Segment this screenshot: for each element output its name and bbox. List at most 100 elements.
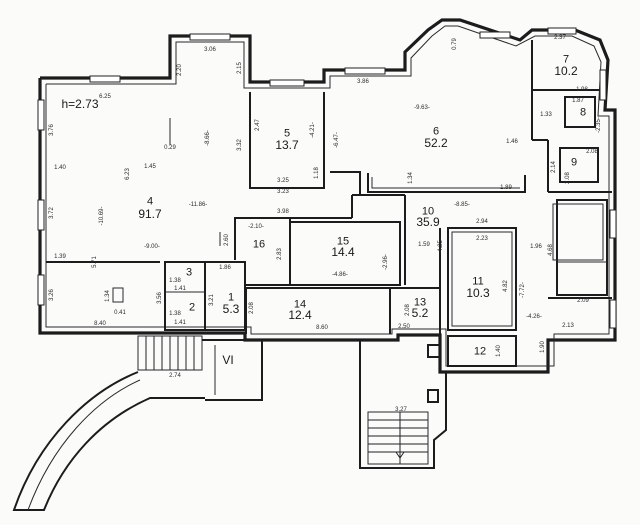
inner-stairs xyxy=(552,203,604,261)
room-9-number: 9 xyxy=(570,156,578,169)
dimension: 2.14 xyxy=(551,161,557,173)
wall-room-8 xyxy=(564,96,596,128)
dimension: 1.90 xyxy=(540,341,546,353)
window xyxy=(479,31,511,39)
room-10-area: 35.9 xyxy=(416,215,440,229)
dimension: 1.40 xyxy=(54,165,66,171)
window xyxy=(344,67,386,75)
dimension: 1.41 xyxy=(174,320,186,326)
room-14-area: 12.4 xyxy=(288,308,312,322)
dimension: 1.46 xyxy=(506,139,518,145)
dimension: 8.60 xyxy=(316,325,328,331)
dimension: 1.41 xyxy=(174,286,186,292)
dimension: -4.26- xyxy=(526,314,542,320)
dimension: -9.63- xyxy=(414,105,430,111)
dimension: 8.40 xyxy=(94,321,106,327)
dimension: 3.23 xyxy=(277,189,289,195)
dimension: 1.87 xyxy=(572,98,584,104)
dimension: 3.76 xyxy=(49,124,55,136)
outer-wall xyxy=(38,18,617,374)
window xyxy=(609,299,617,329)
wall-room-11 xyxy=(447,227,517,331)
section-mark: VI xyxy=(222,353,234,367)
wall-room-12 xyxy=(447,335,517,367)
room-2-number: 2 xyxy=(188,301,196,314)
wall-room-6-stair-inner xyxy=(371,177,520,189)
dimension: 3.06 xyxy=(204,47,216,53)
dimension: 1.34 xyxy=(408,172,414,184)
dimension: 3.86 xyxy=(357,79,369,85)
dimension: 1.40 xyxy=(496,345,502,357)
dimension: 1.39 xyxy=(54,254,66,260)
dimension: 2.08 xyxy=(405,304,411,316)
dimension: 2.13 xyxy=(562,323,574,329)
room-5-number: 5 xyxy=(283,127,291,140)
dimension: 1.45 xyxy=(144,164,156,170)
dimension: -6.47- xyxy=(334,132,340,148)
column xyxy=(427,344,441,358)
column xyxy=(427,389,439,403)
wall-room-15 xyxy=(290,221,401,286)
dimension: 1.96 xyxy=(530,244,542,250)
room-11-area: 10.3 xyxy=(466,286,490,300)
dimension: 1.34 xyxy=(105,290,111,302)
dimension: 1.33 xyxy=(540,112,552,118)
dimension: -7.72- xyxy=(520,282,526,298)
dimension: 4.68 xyxy=(548,244,554,256)
room-5-area: 13.7 xyxy=(275,138,299,152)
room-10-number: 10 xyxy=(421,205,435,218)
window xyxy=(599,69,607,101)
dimension: 1.38 xyxy=(169,278,181,284)
wall-room-5 xyxy=(249,92,325,189)
dimension: 2.15 xyxy=(237,62,243,74)
dimension: 2.94 xyxy=(476,219,488,225)
dimension: -4.25- xyxy=(438,238,444,254)
dimension: -8.66- xyxy=(205,130,211,146)
dimension: 2.23 xyxy=(476,236,488,242)
dimension: 1.59 xyxy=(418,242,430,248)
equipment-symbol xyxy=(112,287,124,303)
room-16-number: 16 xyxy=(252,238,266,251)
outer-wall-inner xyxy=(45,25,610,367)
dimension: 2.09 xyxy=(577,298,589,304)
wall-room-11-inner xyxy=(451,231,513,327)
dimension: 3.72 xyxy=(49,207,55,219)
dimension: 2.37 xyxy=(554,35,566,41)
room-1-area: 5.3 xyxy=(222,302,240,316)
dimension: 3.98 xyxy=(277,209,289,215)
dimension: 2.74 xyxy=(169,373,181,379)
dimension: -11.86- xyxy=(188,202,208,208)
rear-stair-enclosure xyxy=(359,340,447,469)
dimension: 1.86 xyxy=(219,265,231,271)
window xyxy=(609,209,617,239)
terrace xyxy=(202,339,263,401)
dimension: 2.08 xyxy=(565,172,571,184)
dimension: 3.26 xyxy=(49,289,55,301)
dimension: -4.86- xyxy=(332,272,348,278)
wall-room-6-stair xyxy=(367,173,526,193)
window xyxy=(37,274,45,306)
room-3-number: 3 xyxy=(185,266,193,279)
dimension: 2.47 xyxy=(255,119,261,131)
room-13-area: 5.2 xyxy=(411,306,429,320)
room-7-number: 7 xyxy=(562,53,570,66)
window xyxy=(547,27,577,35)
dimension: -2.35- xyxy=(596,117,602,133)
dimension: 0.29 xyxy=(164,145,176,151)
dimension: -4.21- xyxy=(310,122,316,138)
dimension: 2.20 xyxy=(177,64,183,76)
entry-stair-treads xyxy=(145,336,195,370)
rear-stairs xyxy=(367,411,429,465)
dimension: -2.96- xyxy=(383,254,389,270)
dimension: 2.08 xyxy=(249,302,255,314)
window xyxy=(37,199,45,231)
room-6-area: 52.2 xyxy=(424,136,448,150)
dimension: 3.21 xyxy=(209,294,215,306)
window xyxy=(89,75,121,83)
ceiling-height-label: h=2.73 xyxy=(61,97,99,111)
room-14-number: 14 xyxy=(293,298,307,311)
wall-stair-room xyxy=(556,199,608,296)
dimension: 5.71 xyxy=(92,256,98,268)
room-13-number: 13 xyxy=(413,296,427,309)
